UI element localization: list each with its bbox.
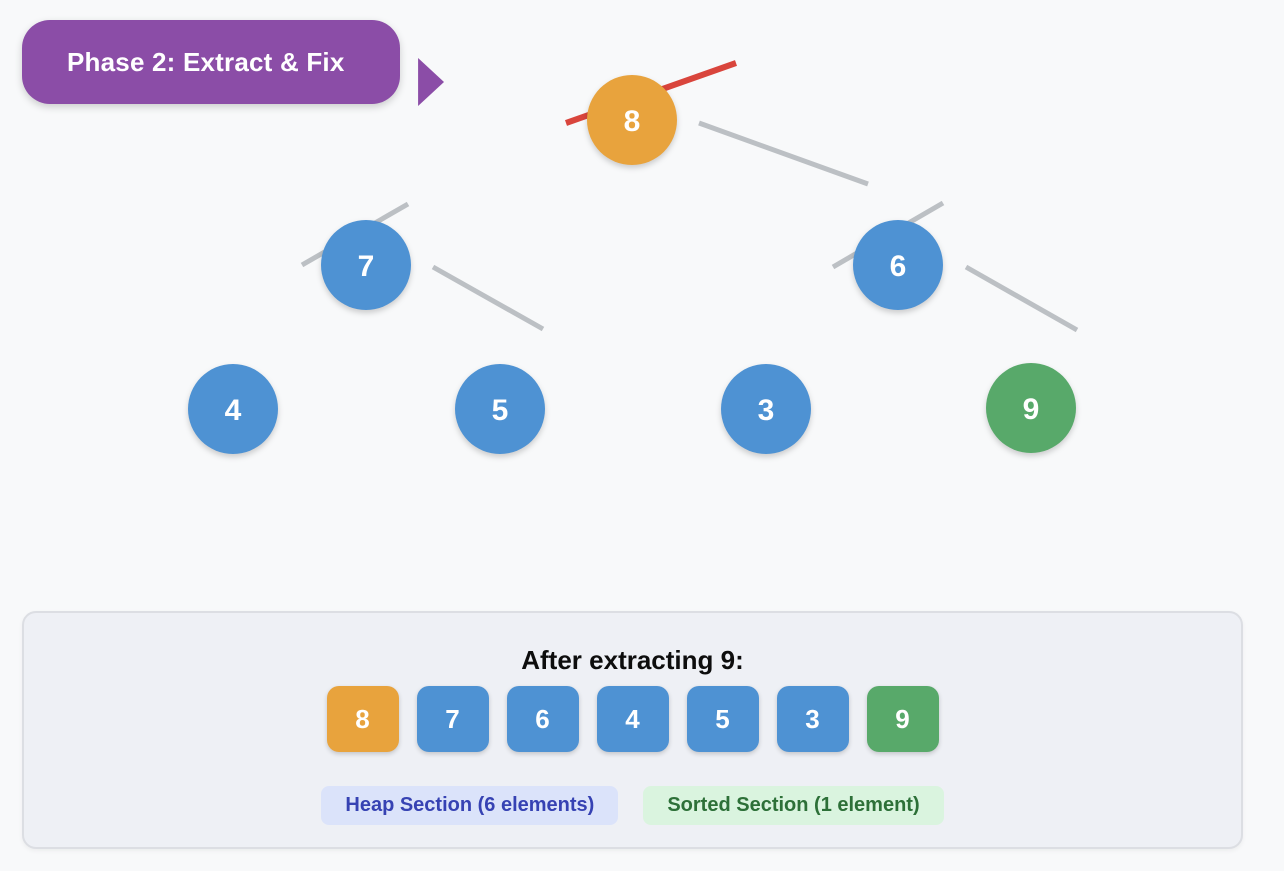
heap-tree-svg: 8 7 6 4 5 3 9: [188, 60, 1079, 454]
tree-node-6: 6: [853, 220, 943, 310]
tree-node-8: 8: [587, 75, 677, 165]
tree-node-8-label: 8: [624, 105, 641, 138]
phase-banner-label: Phase 2: Extract & Fix: [67, 46, 345, 77]
tree-node-4-label: 4: [225, 394, 242, 427]
tree-node-4-circle: [188, 364, 278, 454]
array-cell-7: 7: [416, 686, 489, 752]
edge-6-9: [964, 264, 1079, 333]
tree-node-4: 4: [188, 364, 278, 454]
tree-node-9-label: 9: [1023, 393, 1040, 426]
tree-node-6-circle: [853, 220, 943, 310]
tree-node-3-label: 3: [758, 394, 775, 427]
array-cell-5: 5: [686, 686, 759, 752]
tree-node-9-circle: [986, 363, 1076, 453]
array-cell-3: 3: [776, 686, 849, 752]
tree-node-3: 3: [721, 364, 811, 454]
tree-node-7-label: 7: [358, 250, 375, 283]
tree-node-9: 9: [986, 363, 1076, 453]
legend-row: Heap Section (6 elements) Sorted Section…: [24, 786, 1241, 825]
tree-node-5-label: 5: [492, 394, 509, 427]
array-cell-9: 9: [866, 686, 939, 752]
tree-node-7: 7: [321, 220, 411, 310]
array-cell-6: 6: [506, 686, 579, 752]
tree-node-8-circle: [587, 75, 677, 165]
tree-node-5-circle: [455, 364, 545, 454]
edge-7-5: [431, 264, 545, 332]
edge-8-6: [698, 120, 869, 187]
phase-banner: Phase 2: Extract & Fix: [22, 20, 444, 106]
tree-node-5: 5: [455, 364, 545, 454]
tree-node-3-circle: [721, 364, 811, 454]
tree-node-7-circle: [321, 220, 411, 310]
heap-section-badge: Heap Section (6 elements): [321, 786, 619, 825]
array-cell-4: 4: [596, 686, 669, 752]
sorted-section-badge: Sorted Section (1 element): [643, 786, 944, 825]
tree-node-6-label: 6: [890, 250, 907, 283]
panel-title: After extracting 9:: [521, 645, 744, 675]
array-cell-8: 8: [326, 686, 399, 752]
